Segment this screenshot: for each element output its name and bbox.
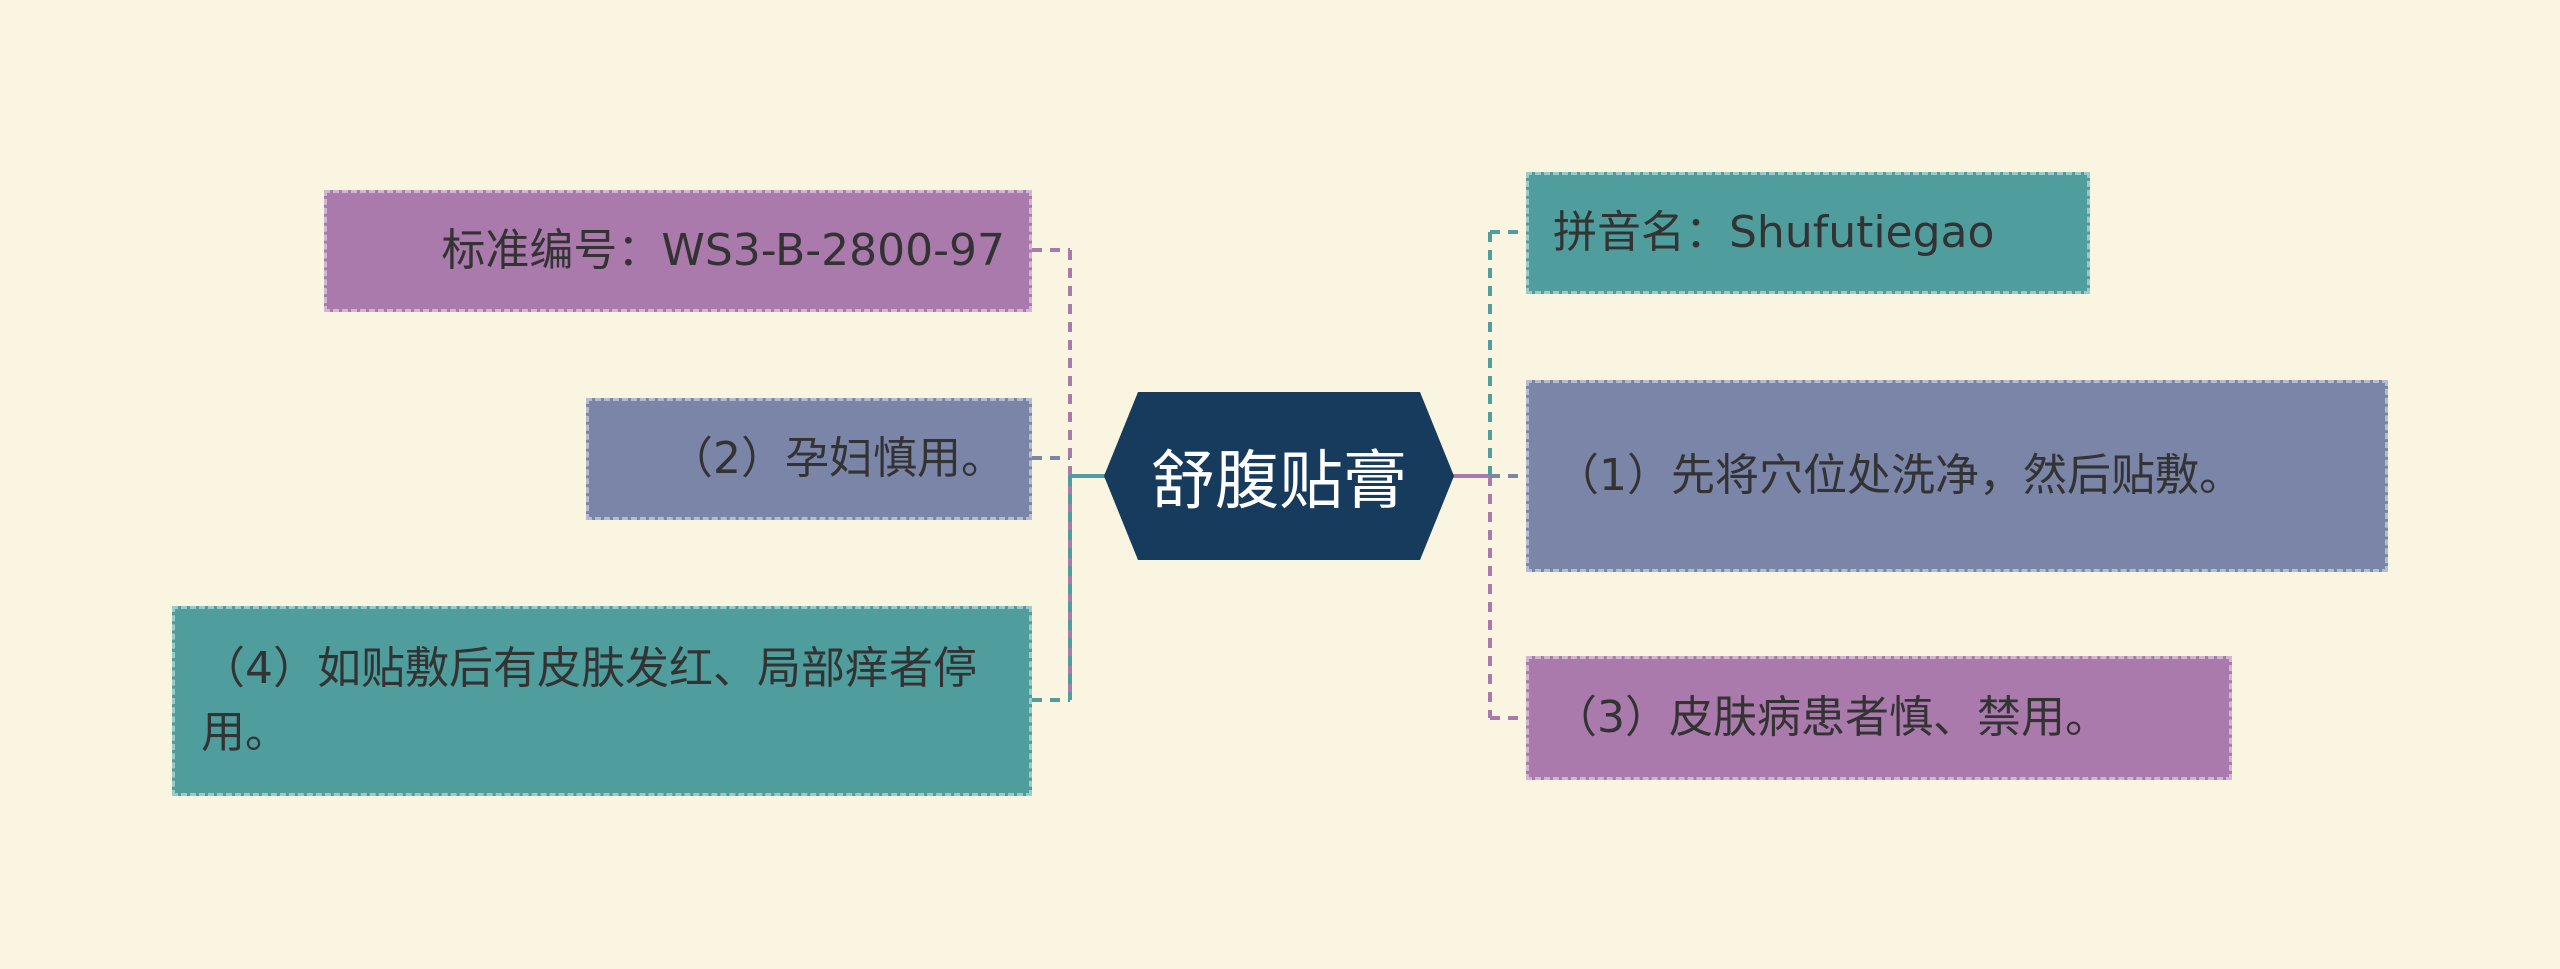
node-stop-use[interactable]: （4）如贴敷后有皮肤发红、局部痒者停用。 xyxy=(172,606,1032,796)
node-pinyin-name[interactable]: 拼音名：Shufutiegao xyxy=(1526,172,2090,294)
node-pregnancy-caution[interactable]: （2）孕妇慎用。 xyxy=(586,398,1032,520)
node-skin-disease-caution[interactable]: （3）皮肤病患者慎、禁用。 xyxy=(1526,656,2232,780)
node-pinyin-name-label: 拼音名：Shufutiegao xyxy=(1553,207,1995,258)
node-stop-use-label: （4）如贴敷后有皮肤发红、局部痒者停用。 xyxy=(201,643,977,758)
node-pregnancy-caution-label: （2）孕妇慎用。 xyxy=(669,433,1005,484)
central-hexagon xyxy=(1104,392,1454,560)
node-usage-instruction-label: （1）先将穴位处洗净，然后贴敷。 xyxy=(1555,450,2243,501)
node-standard-number[interactable]: 标准编号：WS3-B-2800-97 xyxy=(324,190,1032,312)
node-skin-disease-caution-label: （3）皮肤病患者慎、禁用。 xyxy=(1553,692,2109,743)
central-topic-label: 舒腹贴膏 xyxy=(1151,445,1407,519)
node-usage-instruction[interactable]: （1）先将穴位处洗净，然后贴敷。 xyxy=(1526,380,2388,572)
node-standard-number-label: 标准编号：WS3-B-2800-97 xyxy=(441,225,1005,276)
central-topic[interactable]: 舒腹贴膏 xyxy=(1104,392,1454,560)
